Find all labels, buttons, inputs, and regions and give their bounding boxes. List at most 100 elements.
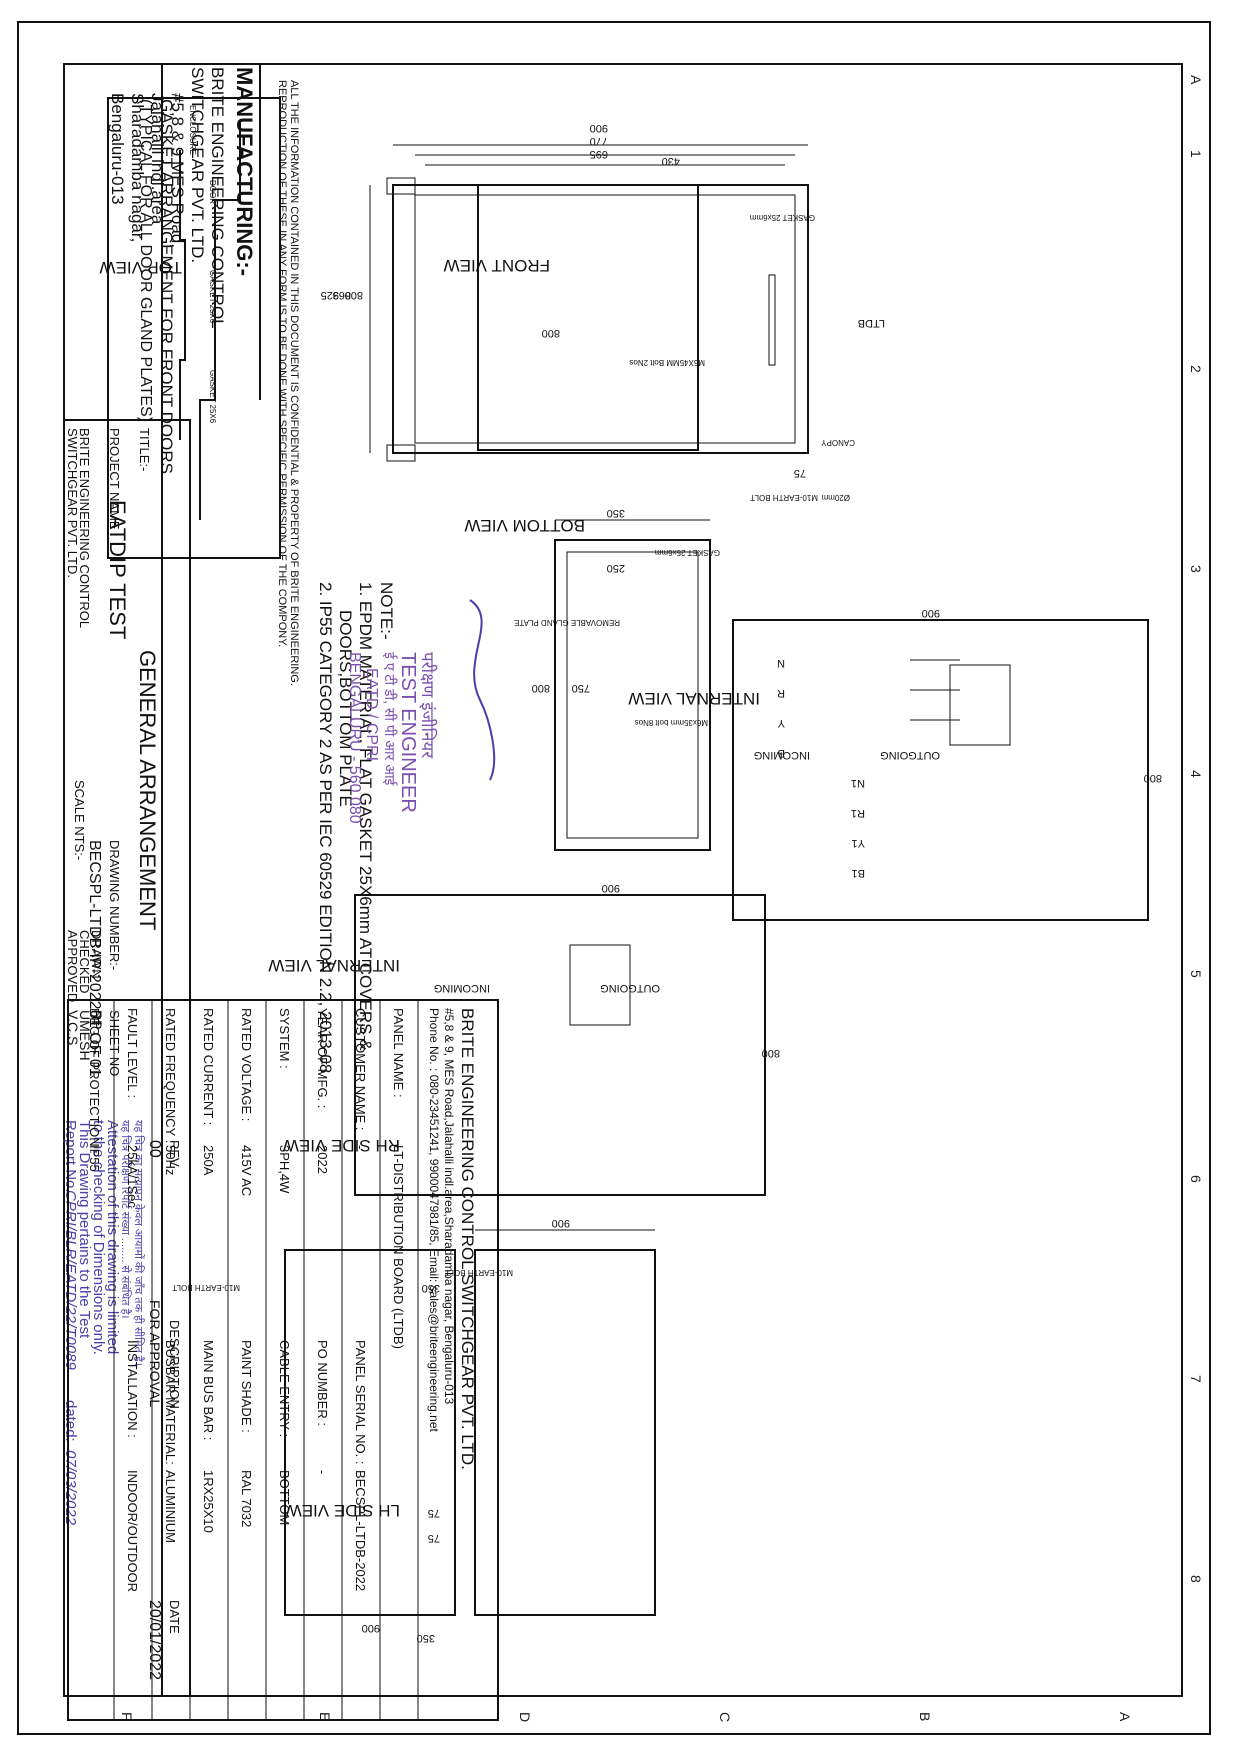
bottom-view-text: BOTTOM VIEW 350 250 750 800 REMOVABLE GL… — [464, 507, 720, 727]
dim-925: 925 — [321, 289, 339, 301]
front-gasket-line — [414, 194, 796, 444]
nameplate-contact: Phone No. : 080-23451241, 9900047981/85,… — [427, 1008, 441, 1432]
manufacturing-line-5: Sharadamba nagar, — [128, 93, 147, 242]
label-r: R — [777, 687, 785, 699]
nameplate-rows: PANEL NAME :LT-DISTRIBUTION BOARD (LTDB)… — [87, 1000, 419, 1720]
lh-dim-900: 900 — [362, 1622, 380, 1634]
manufacturing-line-3: #5,8 & 9 MES Road, — [168, 93, 187, 248]
drawing-number-label: DRAWING NUMBER:- — [107, 840, 122, 970]
lh-dim-350: 350 — [417, 1632, 435, 1644]
label-y1: Y1 — [852, 837, 865, 849]
nameplate-cell: PO NUMBER : — [315, 1340, 330, 1426]
grid-row-b: B — [917, 1712, 933, 1721]
attestation-stamp: यह चित्र का सत्यापन केवल आयामों की जाँच … — [62, 1120, 145, 1526]
grid-row-a: A — [1117, 1712, 1133, 1722]
front-view — [369, 144, 809, 462]
nameplate-cell: PANEL NAME : — [391, 1008, 406, 1098]
grid-col-1: 1 — [1188, 150, 1204, 158]
nameplate-company: BRITE ENGINEERING CONTROL SWITCHGEAR PVT… — [458, 1008, 477, 1470]
attestation-hindi-2: यह चित्र परीक्षण रिपोर्ट संख्या ........… — [119, 1120, 132, 1319]
internal-2-enclosure — [354, 894, 766, 1196]
label-removable-plate: REMOVABLE GLAND PLATE — [514, 618, 620, 627]
nameplate-cell: - — [315, 1470, 330, 1474]
nameplate-cell: BUSBAR MATERIAL: — [163, 1340, 178, 1465]
nameplate-cell: RATED FREQUENCY : — [163, 1008, 178, 1143]
lh-side-outline — [284, 1249, 456, 1616]
manufacturing-line-4: Jalahalli indl.area — [148, 93, 167, 225]
nameplate-cell: 250A — [201, 1145, 216, 1176]
mounting-tab — [386, 177, 416, 195]
confidential-line-1: ALL THE INFORMATION CONTAINED IN THIS DO… — [288, 80, 300, 686]
grid-col-4: 4 — [1188, 770, 1204, 778]
desc-value: FOR APPROVAL — [147, 1300, 163, 1407]
label-earth-bolt: M10-EARTH BOLT — [750, 493, 818, 502]
rh-dim-350: 350 — [422, 1282, 440, 1294]
notes-title: NOTE:- — [377, 582, 396, 640]
label-b1: B1 — [852, 867, 865, 879]
bottom-view — [554, 519, 711, 851]
internal-1-enclosure — [732, 619, 1149, 921]
top-view-outline — [477, 184, 699, 451]
dim-900-internal-1: 900 — [922, 607, 940, 619]
title-block: TITLE:- GENERAL ARRANGEMENT PROJECT NAME… — [63, 419, 191, 1697]
dim-900: 900 — [590, 122, 608, 134]
top-view — [477, 164, 699, 451]
lh-dim-75: 75 — [428, 1507, 440, 1519]
dim-695: 695 — [590, 148, 608, 160]
internal-view-2-title: INTERNAL VIEW — [268, 956, 400, 975]
nameplate-cell: YEAR OF MFG. : — [315, 1008, 330, 1108]
nameplate-cell: INDOOR/OUTDOOR — [125, 1470, 140, 1592]
internal-view-1-text: INTERNAL VIEW INCOMING OUTGOING 900 800 … — [628, 607, 1162, 879]
nameplate-cell: ALUMINIUM — [163, 1470, 178, 1543]
rh-side-outline — [474, 1249, 656, 1616]
gasket-detail-text: GASKET ARRANGEMENT FOR FRONT DOORS (TYPI… — [137, 99, 217, 474]
ltdb-label-plate — [768, 274, 776, 366]
removable-gland-plate — [566, 551, 699, 839]
dim-800-bottom: 800 — [532, 682, 550, 694]
attestation-dated-label: dated: — [62, 1400, 79, 1442]
label-outgoing: OUTGOING — [880, 749, 940, 761]
label-m6-bolt: M6X45MM Bolt 2Nos — [629, 358, 705, 367]
label-gasket-bottom: GASKET 25x6mm — [654, 548, 720, 557]
grid-rows: A B C D E F — [119, 1712, 1133, 1722]
drawn-label: DRAWN — [89, 930, 104, 979]
manufacturing-block: MANUFACTURING:- BRITE ENGINEERING CONTRO… — [108, 64, 261, 1696]
note-1b: DOORS,BOTTOM PLATE — [336, 610, 355, 807]
attestation-report-label: Report No. — [62, 1120, 79, 1193]
inner-border — [63, 63, 1183, 1697]
grid-col-7: 7 — [1188, 1375, 1204, 1383]
rh-label-earth-bolt: M10-EARTH BOLT — [445, 1268, 513, 1277]
notes-block: NOTE:- 1. EPDM MATERIAL, FLAT GASKET 25X… — [316, 582, 396, 1073]
bottom-view-title: BOTTOM VIEW — [464, 516, 585, 535]
grid-row-a-right: A — [1188, 75, 1204, 85]
rev-value: 00 — [146, 1140, 163, 1158]
attestation-report-no: CPRI/BLR/EATD/22/T0089 — [62, 1190, 79, 1370]
label-r1: R1 — [851, 807, 865, 819]
rh-side-view — [474, 1229, 656, 1616]
nameplate-cell: CUSTOMER NAME : — [353, 1008, 368, 1131]
internal-view-1 — [732, 619, 1149, 921]
bottom-view-outline — [554, 539, 711, 851]
nameplate-address: #5,8 & 9, MES Road,Jalahalli indl.area,S… — [442, 1008, 456, 1405]
checked-value: UMESH — [77, 1010, 93, 1061]
label-outgoing-2: OUTGOING — [600, 982, 660, 994]
manufacturing-title: MANUFACTURING:- — [232, 67, 257, 276]
drawing-number-value: BECSPL-LTDB-IP-2022 — [86, 840, 103, 1010]
nameplate-cell: RATED VOLTAGE : — [239, 1008, 254, 1121]
manufacturing-line-6: Bengaluru-013 — [108, 93, 127, 205]
label-ltdb: LTDB — [858, 317, 885, 329]
attestation-line-3: This Drawing pertains to the Test — [76, 1120, 93, 1339]
label-diameter: Ø20mm — [821, 493, 850, 502]
dim-900-internal-2: 900 — [602, 882, 620, 894]
rh-dim-900: 900 — [552, 1217, 570, 1229]
grid-col-3: 3 — [1188, 565, 1204, 573]
nameplate-cell: IP55 — [87, 1145, 102, 1172]
label-gasket-25x6-b: GASKET 25X6 — [208, 370, 217, 424]
grid-col-8: 8 — [1188, 1575, 1204, 1583]
stamp-hindi-1: परीक्षण इंजीनियर — [418, 652, 438, 759]
grid-col-2: 2 — [1188, 365, 1204, 373]
label-gasket-25x6: GASKET 25X6 — [208, 270, 217, 324]
nameplate-cell: BOTTOM — [277, 1470, 292, 1525]
manufacturing-line-1: BRITE ENGINEERING CONTROL — [208, 67, 227, 329]
